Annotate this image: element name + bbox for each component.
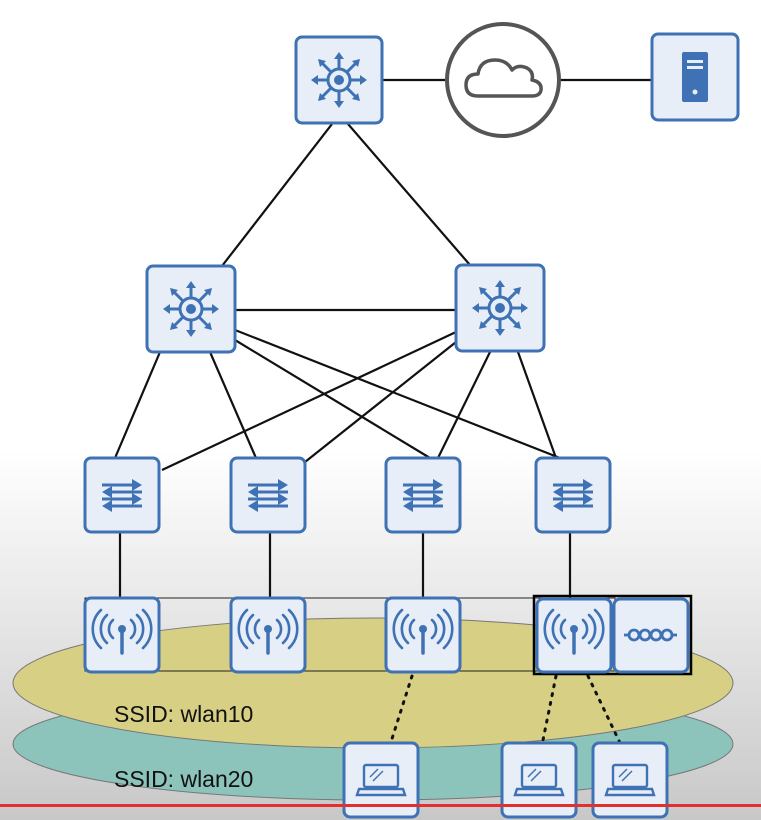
access-switch-2[interactable] <box>229 456 307 534</box>
distribution-switch-1[interactable] <box>145 264 237 354</box>
wireless-link-ap4-laptop2 <box>540 674 558 747</box>
ssid-wlan10-label: SSID: wlan10 <box>114 701 253 727</box>
ap-wlc-highlight-box <box>532 594 693 676</box>
link-dist2-acc3 <box>437 351 491 459</box>
wireless-link-ap3-laptop1 <box>388 674 414 747</box>
distribution-switch-2[interactable] <box>454 263 546 353</box>
laptop-2[interactable] <box>500 741 578 819</box>
laptop-1[interactable] <box>342 741 420 819</box>
access-point-3[interactable] <box>384 596 462 674</box>
link-dist1-acc1 <box>113 351 162 459</box>
access-switch-3[interactable] <box>384 456 462 534</box>
multilayer-switch-icon <box>470 278 530 338</box>
access-switch-1[interactable] <box>83 456 161 534</box>
access-point-2[interactable] <box>229 596 307 674</box>
laptop-3[interactable] <box>591 741 669 819</box>
wireless-associations <box>388 674 623 747</box>
ssid-wlan20-label: SSID: wlan20 <box>114 766 253 792</box>
link-core-dist2 <box>347 123 471 266</box>
server[interactable] <box>650 32 740 122</box>
server-icon <box>682 52 708 102</box>
network-links <box>113 78 652 598</box>
multilayer-switch-icon <box>309 50 369 110</box>
wireless-link-ap4-laptop3 <box>586 674 623 747</box>
link-dist1-acc3 <box>234 339 431 459</box>
core-switch[interactable] <box>294 35 384 125</box>
link-dist2-acc4 <box>516 351 558 459</box>
link-dist2-acc1 <box>161 331 457 471</box>
access-switch-4[interactable] <box>534 456 612 534</box>
link-dist1-acc4 <box>234 328 561 460</box>
access-point-4[interactable] <box>535 597 613 674</box>
cloud-icon <box>464 58 543 98</box>
wireless-controller-icon <box>624 628 677 642</box>
bottom-red-line <box>0 804 761 807</box>
internet-cloud[interactable] <box>445 22 561 138</box>
link-core-dist1 <box>221 123 333 267</box>
access-point-1[interactable] <box>83 596 161 674</box>
multilayer-switch-icon <box>161 279 221 339</box>
wireless-lan-controller[interactable] <box>612 597 690 674</box>
link-dist1-acc2 <box>208 351 258 459</box>
link-dist2-acc2 <box>304 341 457 463</box>
